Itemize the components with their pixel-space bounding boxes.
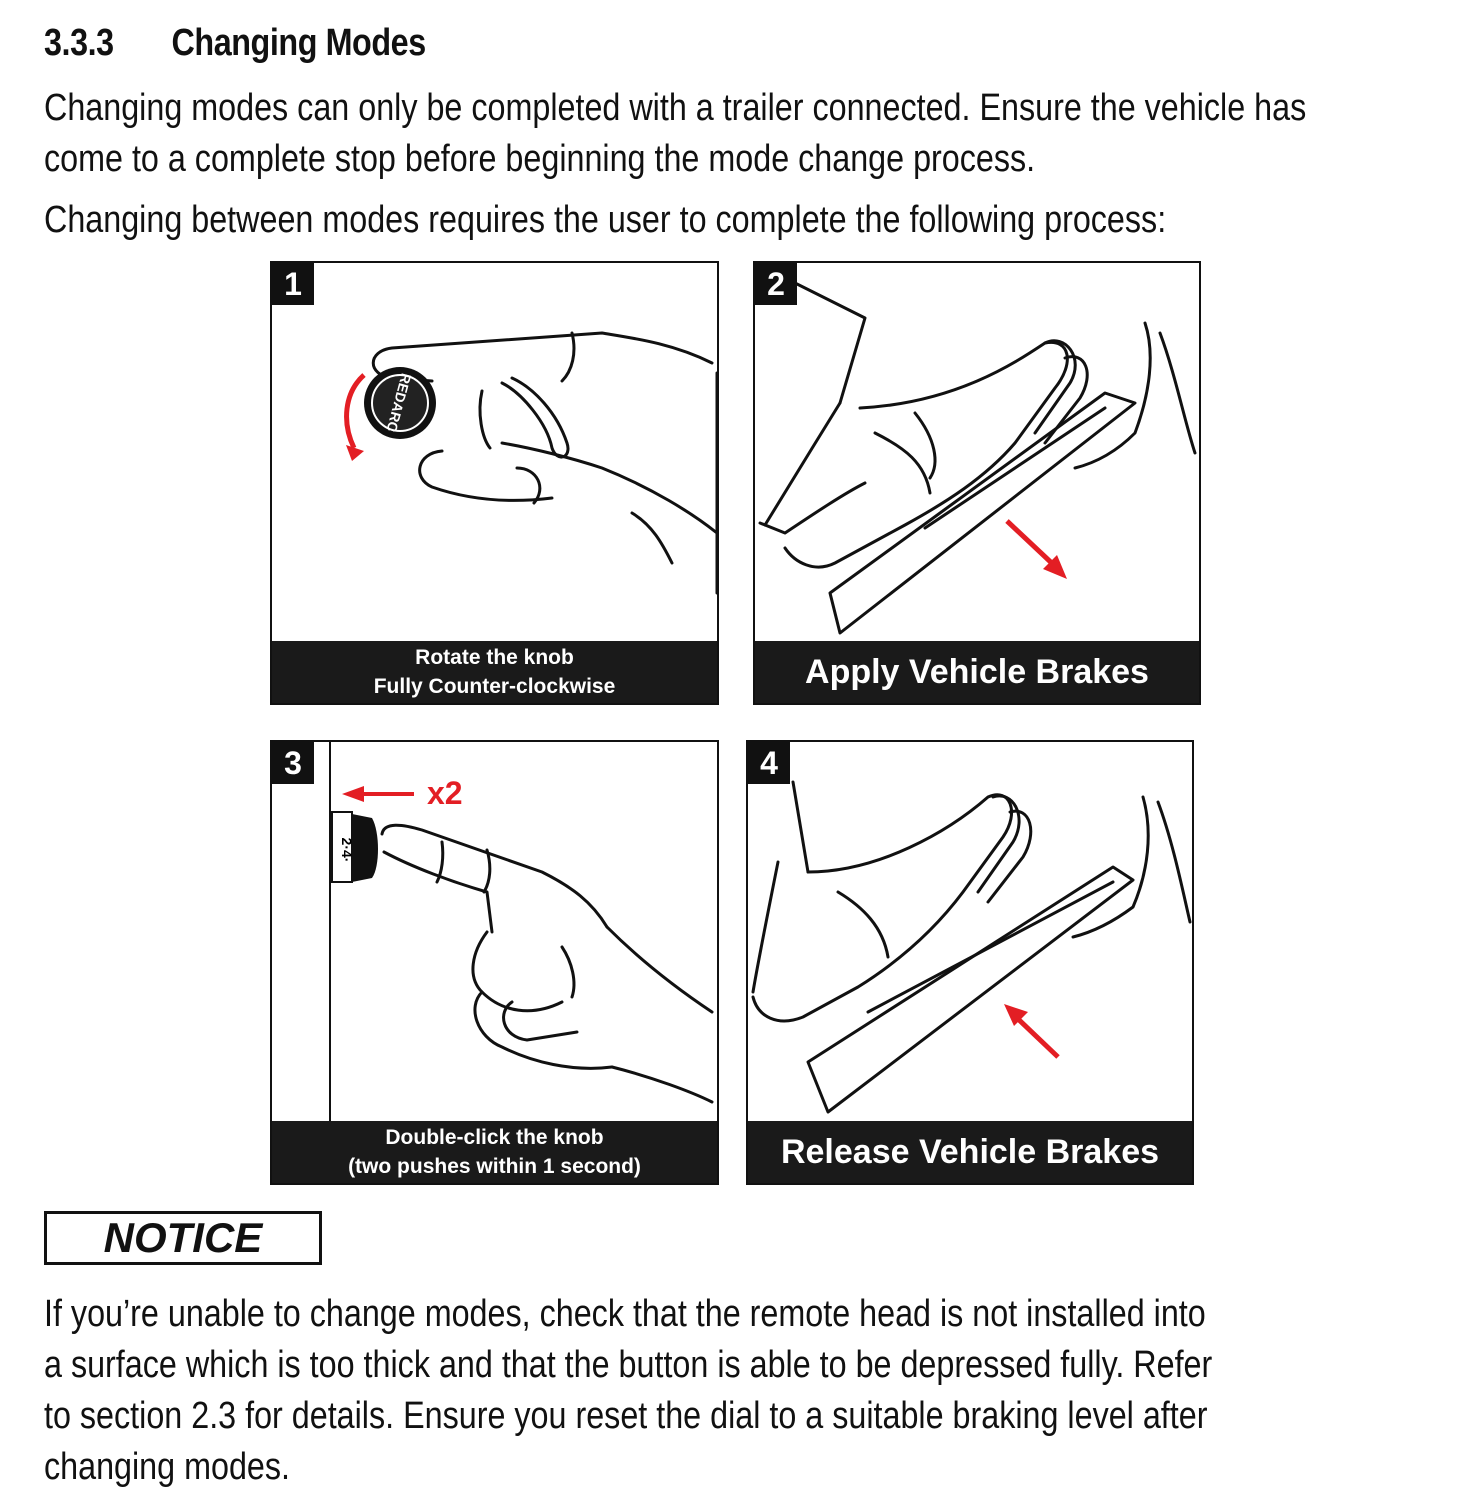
step-2-panel: 2 Apply Vehicle Brakes [753,261,1201,705]
step-4-panel: 4 Release Vehicle Brakes [746,740,1194,1185]
dial-marks-text: 2·4· [339,838,355,863]
finger-pressing-knob-illustration: 2·4· x2 [329,742,714,1121]
step-1-panel: REDARC 1 Rotate the knob Fully Counter-c… [270,261,719,705]
notice-line-1: If you’re unable to change modes, check … [44,1293,1206,1335]
press-twice-label: x2 [427,775,463,811]
step-1-caption: Rotate the knob Fully Counter-clockwise [272,641,717,703]
notice-label: NOTICE [44,1211,322,1265]
step-3-panel: 2·4· x2 3 Double-click the knob (two pus… [270,740,719,1185]
step-3-caption: Double-click the knob (two pushes within… [272,1121,717,1183]
intro-line-2: come to a complete stop before beginning… [44,138,1036,180]
step-3-caption-line-2: (two pushes within 1 second) [348,1155,641,1178]
step-3-caption-line-1: Double-click the knob [385,1126,604,1149]
step-1-caption-line-2: Fully Counter-clockwise [373,675,616,698]
notice-line-4: changing modes. [44,1446,291,1488]
notice-line-2: a surface which is too thick and that th… [44,1344,1213,1386]
foot-releasing-brake-illustration [751,780,1192,1114]
intro-line-1: Changing modes can only be completed wit… [44,87,1307,129]
step-2-caption: Apply Vehicle Brakes [755,641,1199,703]
section-heading: 3.3.3 Changing Modes [44,22,426,65]
step-3-number: 3 [272,742,314,784]
step-4-caption: Release Vehicle Brakes [748,1121,1192,1183]
section-title: Changing Modes [171,22,427,64]
hand-rotating-knob-illustration: REDARC [344,331,717,595]
step-2-number: 2 [755,263,797,305]
section-number: 3.3.3 [44,22,114,64]
process-line: Changing between modes requires the user… [44,199,1167,241]
step-1-caption-line-1: Rotate the knob [415,646,574,669]
step-4-number: 4 [748,742,790,784]
foot-pressing-brake-illustration [758,281,1197,635]
notice-line-3: to section 2.3 for details. Ensure you r… [44,1395,1208,1437]
step-1-number: 1 [272,263,314,305]
